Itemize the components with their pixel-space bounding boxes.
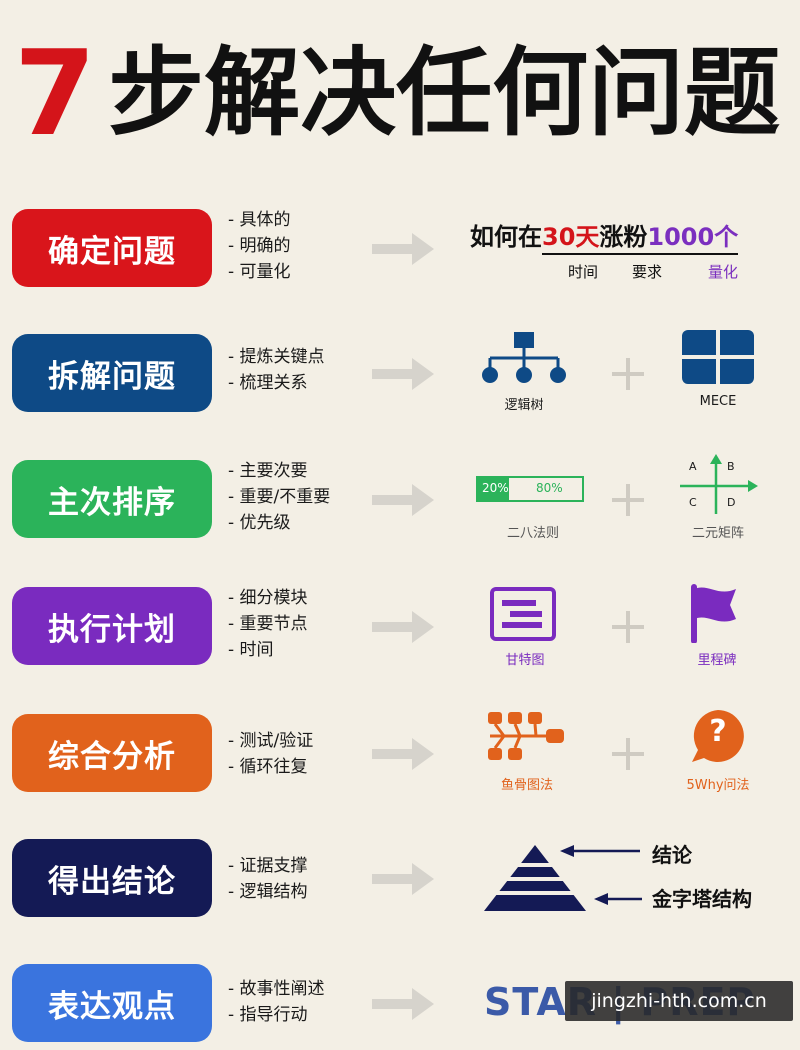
step-6-bullets: - 证据支撑 - 逻辑结构 bbox=[228, 853, 368, 905]
arrow-right-icon bbox=[372, 484, 434, 516]
goal-middle-caption: 要求 bbox=[632, 263, 663, 281]
pyramid-label: 金字塔结构 bbox=[652, 887, 752, 911]
watermark: jingzhi-hth.com.cn bbox=[565, 981, 793, 1021]
step-4-label: 执行计划 bbox=[12, 587, 212, 665]
pareto-right-value: 80% bbox=[536, 481, 563, 495]
quadrant-a: A bbox=[689, 460, 697, 473]
goal-count-caption: 量化 bbox=[708, 263, 739, 281]
fishbone-icon bbox=[488, 712, 564, 760]
pareto-bar-fill bbox=[478, 478, 510, 500]
plus-icon bbox=[612, 738, 644, 770]
plus-icon bbox=[612, 611, 644, 643]
binary-matrix-icon bbox=[680, 454, 758, 514]
step-5: 综合分析 - 测试/验证 - 循环往复 鱼骨图法 ? 5Why问法 bbox=[0, 710, 800, 800]
logic-tree-icon bbox=[482, 332, 566, 383]
quadrant-d: D bbox=[727, 496, 736, 509]
bullet: - 逻辑结构 bbox=[228, 882, 308, 902]
goal-prefix: 如何在 bbox=[470, 223, 542, 251]
goal-count: 1000个 bbox=[647, 223, 739, 255]
arrow-right-icon bbox=[372, 863, 434, 895]
goal-text: 如何在30天涨粉1000个 bbox=[470, 217, 739, 255]
bullet: - 测试/验证 bbox=[228, 731, 314, 751]
question-mark: ? bbox=[709, 714, 727, 749]
milestone-flag-icon bbox=[691, 584, 736, 643]
goal-middle: 涨粉 bbox=[599, 223, 648, 255]
pareto-left-value: 20% bbox=[482, 481, 509, 495]
step-5-bullets: - 测试/验证 - 循环往复 bbox=[228, 728, 368, 780]
mece-grid-icon bbox=[682, 330, 754, 384]
step-6-label: 得出结论 bbox=[12, 839, 212, 917]
arrow-right-icon bbox=[372, 988, 434, 1020]
arrow-right-icon bbox=[372, 358, 434, 390]
bullet: - 提炼关键点 bbox=[228, 347, 325, 367]
logic-tree-caption: 逻辑树 bbox=[504, 398, 544, 413]
step-1-bullets: - 具体的 - 明确的 - 可量化 bbox=[228, 207, 368, 285]
bullet: - 时间 bbox=[228, 640, 274, 660]
fishbone-caption: 鱼骨图法 bbox=[500, 778, 553, 793]
pyramid-icon bbox=[484, 845, 586, 911]
step-1: 确定问题 - 具体的 - 明确的 - 可量化 如何在30天涨粉1000个 时间 … bbox=[0, 205, 800, 295]
mece-caption: MECE bbox=[699, 394, 737, 409]
pareto-caption: 二八法则 bbox=[506, 526, 559, 541]
step-3-label: 主次排序 bbox=[12, 460, 212, 538]
step-3-bullets: - 主要次要 - 重要/不重要 - 优先级 bbox=[228, 458, 368, 536]
step-2: 拆解问题 - 提炼关键点 - 梳理关系 逻辑树 MECE bbox=[0, 330, 800, 420]
plus-icon bbox=[612, 484, 644, 516]
goal-time: 30天 bbox=[542, 223, 600, 255]
arrow-right-icon bbox=[372, 611, 434, 643]
arrow-right-icon bbox=[372, 233, 434, 265]
title-text: 步解决任何问题 bbox=[108, 37, 781, 149]
quadrant-b: B bbox=[727, 460, 735, 473]
question-bubble-icon bbox=[692, 710, 744, 762]
gantt-caption: 甘特图 bbox=[505, 653, 545, 668]
conclusion-label: 结论 bbox=[652, 843, 692, 867]
step-4: 执行计划 - 细分模块 - 重要节点 - 时间 甘特图 里程碑 bbox=[0, 583, 800, 673]
arrow-left-icon bbox=[560, 845, 640, 857]
step-2-bullets: - 提炼关键点 - 梳理关系 bbox=[228, 344, 368, 396]
bullet: - 明确的 bbox=[228, 236, 291, 256]
step-5-label: 综合分析 bbox=[12, 714, 212, 792]
bullet: - 可量化 bbox=[228, 262, 291, 282]
plus-icon bbox=[612, 358, 644, 390]
bullet: - 主要次要 bbox=[228, 461, 308, 481]
bullet: - 证据支撑 bbox=[228, 856, 308, 876]
goal-time-caption: 时间 bbox=[568, 263, 599, 281]
arrow-left-icon bbox=[594, 893, 642, 905]
bullet: - 重要/不重要 bbox=[228, 487, 331, 507]
milestone-caption: 里程碑 bbox=[697, 653, 737, 668]
step-3: 主次排序 - 主要次要 - 重要/不重要 - 优先级 20% 80% 二八法则 … bbox=[0, 454, 800, 546]
bullet: - 故事性阐述 bbox=[228, 979, 325, 999]
step-7: 表达观点 - 故事性阐述 - 指导行动 bbox=[0, 960, 800, 1050]
binary-matrix-caption: 二元矩阵 bbox=[691, 526, 744, 541]
gantt-chart-icon bbox=[490, 587, 556, 641]
five-why-caption: 5Why问法 bbox=[686, 778, 750, 793]
pareto-bar: 20% 80% bbox=[476, 476, 584, 502]
bullet: - 优先级 bbox=[228, 513, 291, 533]
bullet: - 具体的 bbox=[228, 210, 291, 230]
step-7-label: 表达观点 bbox=[12, 964, 212, 1042]
title-number: 7 bbox=[14, 24, 97, 162]
step-7-bullets: - 故事性阐述 - 指导行动 bbox=[228, 976, 368, 1028]
quadrant-c: C bbox=[689, 496, 697, 509]
step-2-label: 拆解问题 bbox=[12, 334, 212, 412]
bullet: - 细分模块 bbox=[228, 588, 308, 608]
bullet: - 梳理关系 bbox=[228, 373, 308, 393]
step-4-bullets: - 细分模块 - 重要节点 - 时间 bbox=[228, 585, 368, 663]
arrow-right-icon bbox=[372, 738, 434, 770]
step-1-label: 确定问题 bbox=[12, 209, 212, 287]
bullet: - 循环往复 bbox=[228, 757, 308, 777]
bullet: - 重要节点 bbox=[228, 614, 308, 634]
page-title: 7 步解决任何问题 bbox=[14, 34, 781, 152]
step-6: 得出结论 - 证据支撑 - 逻辑结构 结论 金字塔结构 bbox=[0, 835, 800, 925]
bullet: - 指导行动 bbox=[228, 1005, 308, 1025]
